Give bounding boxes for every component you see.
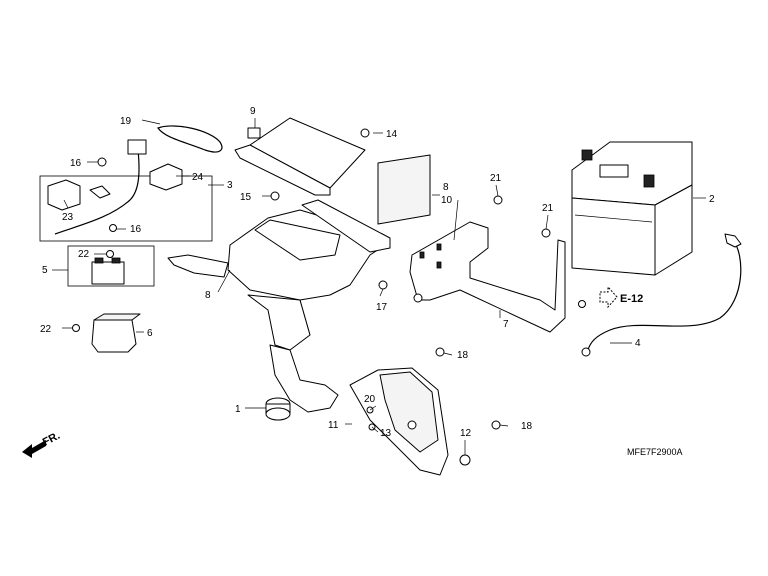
label-6: 6 [147, 328, 153, 339]
label-10: 10 [441, 195, 453, 206]
label-7: 7 [503, 319, 509, 330]
label-21-mid: 21 [542, 203, 554, 214]
harness-group [39, 139, 213, 242]
label-22-top: 22 [78, 249, 90, 260]
label-24: 24 [192, 172, 204, 183]
label-16-mid: 16 [130, 224, 142, 235]
rubber-cushion [265, 397, 291, 421]
reference-label: E-12 [620, 293, 643, 305]
battery-bracket [409, 221, 566, 333]
label-2: 2 [709, 194, 715, 205]
label-3: 3 [227, 180, 233, 191]
label-4: 4 [635, 338, 641, 349]
relay-cover [91, 313, 141, 353]
label-14: 14 [386, 129, 398, 140]
label-11: 11 [328, 420, 339, 431]
label-8-mat: 8 [443, 182, 449, 193]
label-13: 13 [380, 428, 392, 439]
drawing-code: MFE7F2900A [627, 447, 683, 457]
band [157, 125, 223, 153]
label-18-bottom: 18 [521, 421, 533, 432]
label-1: 1 [235, 404, 241, 415]
label-15: 15 [240, 192, 252, 203]
label-16-top: 16 [70, 158, 82, 169]
tray-plate [234, 117, 366, 196]
label-21-top: 21 [490, 173, 502, 184]
label-9: 9 [250, 106, 256, 117]
label-18-top: 18 [457, 350, 469, 361]
part-labels: 1 2 3 4 5 6 7 8 8 9 10 11 12 13 14 15 16… [40, 106, 715, 439]
battery-cover [349, 367, 449, 476]
label-22-bottom: 22 [40, 324, 52, 335]
starter-relay [67, 245, 155, 287]
label-8-case: 8 [205, 290, 211, 301]
label-19: 19 [120, 116, 132, 127]
front-label: FR. [41, 430, 62, 449]
label-12: 12 [460, 428, 472, 439]
label-5: 5 [42, 265, 48, 276]
battery-case [167, 199, 391, 413]
front-indicator: FR. [22, 430, 62, 458]
battery-cable [581, 233, 742, 357]
reference-e12: E-12 [599, 285, 643, 309]
label-23: 23 [62, 212, 74, 223]
front-arrow-icon [22, 440, 46, 458]
label-20: 20 [364, 394, 376, 405]
battery-mat [377, 154, 431, 225]
battery [571, 141, 693, 276]
reference-arrow-icon [599, 285, 618, 309]
leader-lines [52, 118, 706, 455]
label-17: 17 [376, 302, 388, 313]
